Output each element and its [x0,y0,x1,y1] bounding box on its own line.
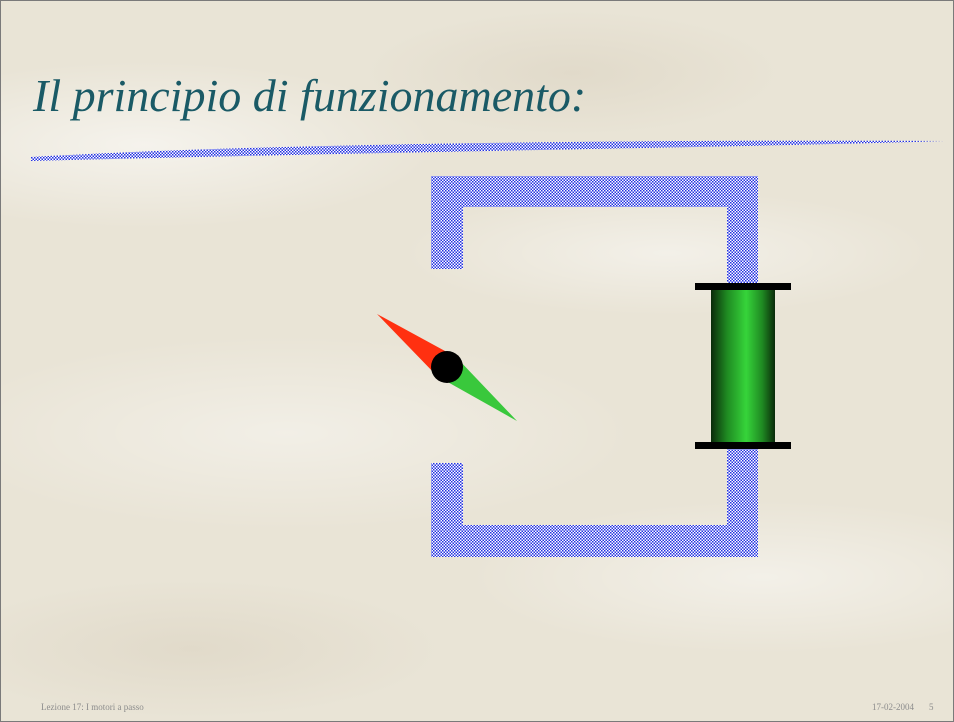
magnetic-core [431,176,758,557]
needle-pivot [431,351,463,383]
title-underline [31,140,945,161]
coil-body [711,289,775,443]
core-bottom-bar [431,525,758,557]
coil [695,283,791,449]
core-lower-left-pole [431,463,463,557]
core-top-bar [431,176,758,207]
compass-needle [377,314,517,421]
footer-date: 17-02-2004 [872,702,914,712]
footer-lecture-title: Lezione 17: I motori a passo [41,702,144,712]
coil-bottom-flange [695,442,791,449]
slide-title: Il principio di funzionamento: [33,70,587,121]
core-right-leg-upper [727,176,758,286]
coil-top-flange [695,283,791,290]
footer-page-number: 5 [929,702,934,712]
core-upper-left-pole [431,176,463,269]
